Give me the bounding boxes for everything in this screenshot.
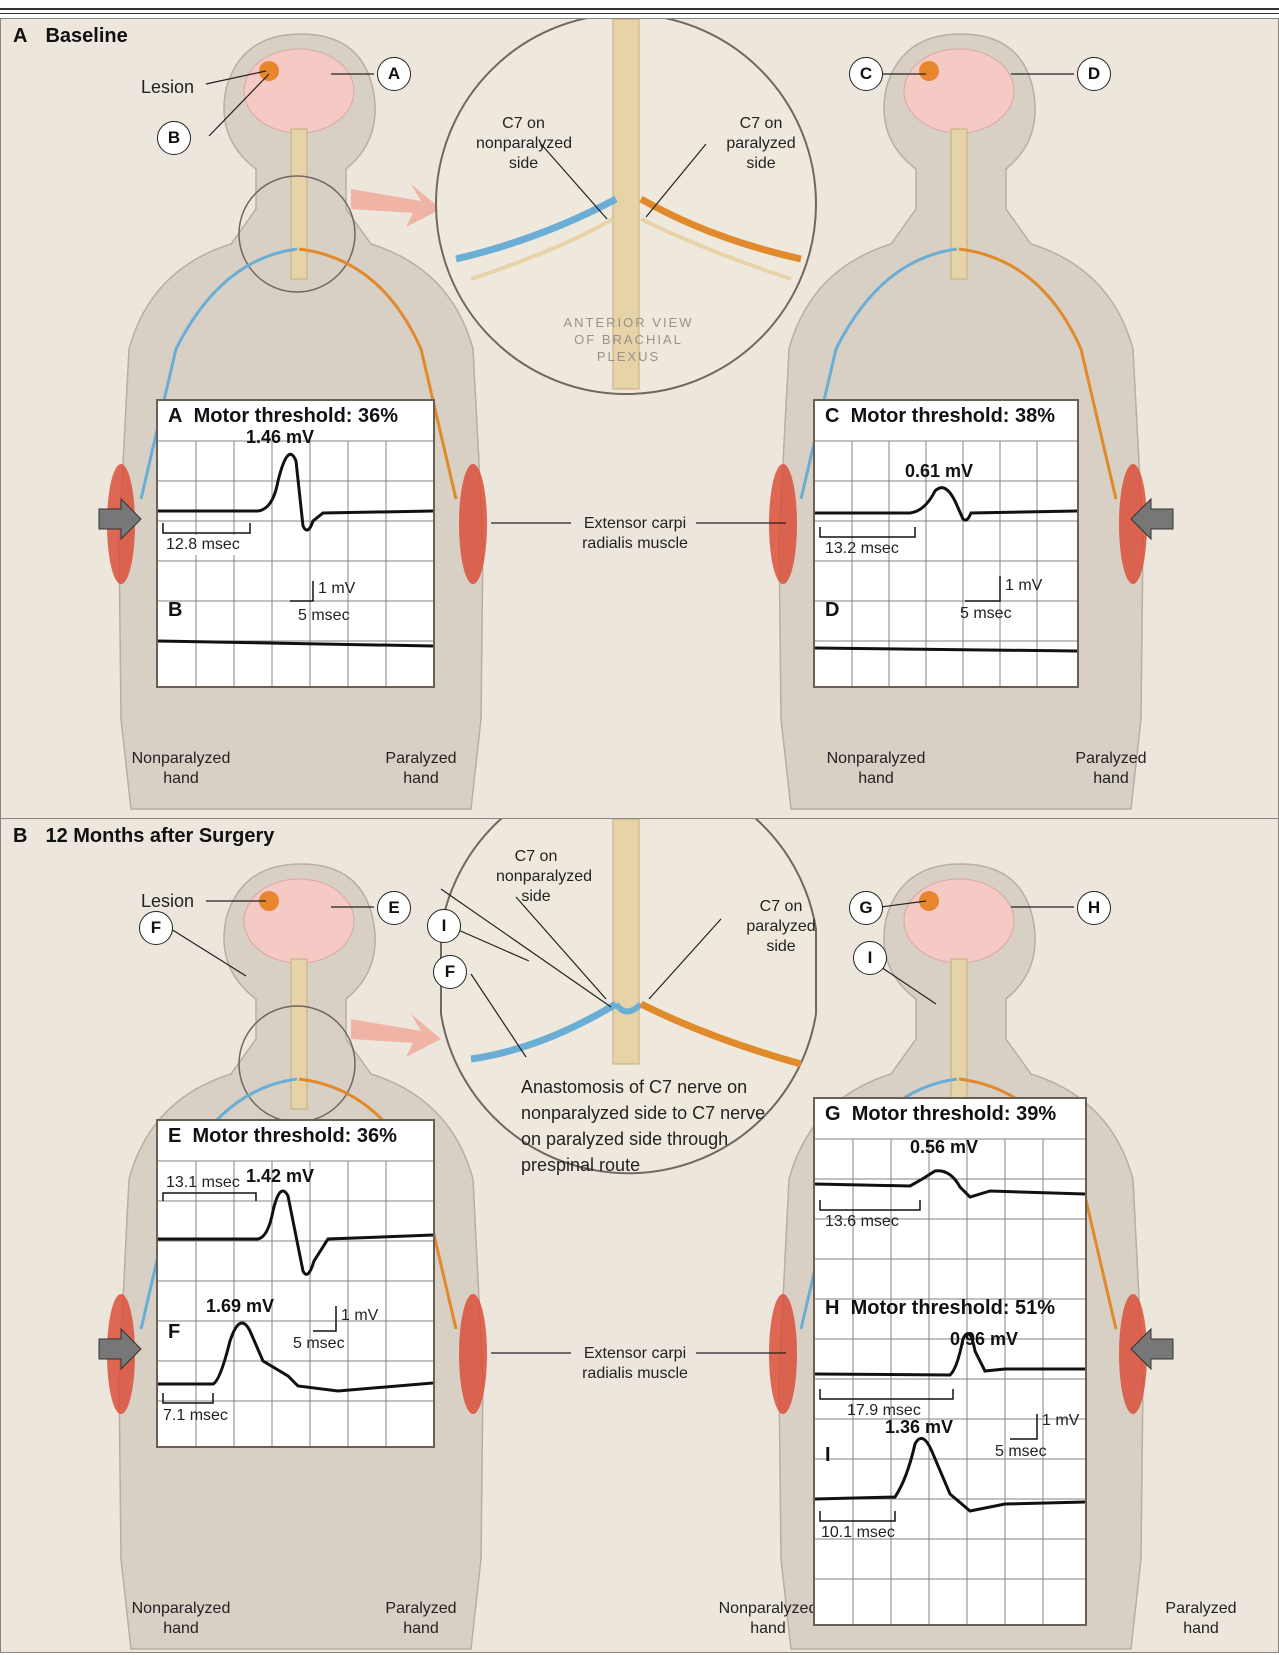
callout-f-zoom: F: [433, 955, 467, 989]
trace-b: [158, 641, 433, 646]
right-brain: [904, 49, 1014, 133]
b-c7-nonparalyzed-label: C7 on nonparalyzed side: [496, 847, 576, 907]
amp-label-f: 1.69 mV: [206, 1296, 274, 1316]
trace-g: [815, 1171, 1085, 1197]
amp-label-g: 0.56 mV: [910, 1137, 978, 1157]
emg-box-a: A Motor threshold: 36% 1.46 mV 12.8 msec…: [156, 399, 435, 688]
left-lesion: [259, 61, 279, 81]
panel-baseline: A Baseline Lesion A B C D C7 on nonparaly…: [0, 18, 1279, 820]
latency-label-e: 13.1 msec: [166, 1173, 240, 1193]
b-lesion-label: Lesion: [141, 891, 194, 911]
callout-d: D: [1077, 57, 1111, 91]
b-nonparalyzed-hand-label: Nonparalyzed hand: [126, 1599, 236, 1639]
scale-mv-g: 1 mV: [1042, 1411, 1079, 1431]
emg-box-g-traces: [815, 1099, 1085, 1624]
amp-label-i: 1.36 mV: [885, 1417, 953, 1437]
c7-nonparalyzed-label: C7 on nonparalyzed side: [476, 114, 571, 174]
box-f-letter: F: [168, 1321, 180, 1344]
panel-a-title: A Baseline: [13, 25, 128, 48]
trace-e: [158, 1191, 433, 1274]
latency-label-f: 7.1 msec: [163, 1406, 228, 1426]
emg-box-c: C Motor threshold: 38% 0.61 mV 13.2 msec…: [813, 399, 1079, 688]
right-lesion: [919, 61, 939, 81]
b-left-brain: [244, 879, 354, 963]
extensor-label: Extensor carpi radialis muscle: [574, 514, 696, 554]
b-zoom-arrow-icon: [351, 1014, 441, 1057]
box-g-title: G Motor threshold: 39%: [825, 1103, 1056, 1126]
box-a-title: A Motor threshold: 36%: [168, 405, 398, 428]
scale-mv-e: 1 mV: [341, 1306, 378, 1326]
panel-a-title-text: Baseline: [45, 25, 127, 47]
left-muscle-r: [459, 464, 487, 584]
paralyzed-hand-label: Paralyzed hand: [381, 749, 461, 789]
b-paralyzed-hand-label-2: Paralyzed hand: [1161, 1599, 1241, 1639]
box-b-letter: B: [168, 599, 182, 622]
box-i-letter: I: [825, 1444, 831, 1467]
callout-b: B: [157, 121, 191, 155]
callout-h: H: [1077, 891, 1111, 925]
nonparalyzed-hand-label-2: Nonparalyzed hand: [821, 749, 931, 789]
latency-bracket-a: [163, 523, 250, 533]
scale-ms-c: 5 msec: [960, 604, 1012, 624]
b-nonparalyzed-hand-label-2: Nonparalyzed hand: [713, 1599, 823, 1639]
b-paralyzed-hand-label: Paralyzed hand: [381, 1599, 461, 1639]
b-right-brain: [904, 879, 1014, 963]
c7-paralyzed-label: C7 on paralyzed side: [721, 114, 801, 174]
box-e-title: E Motor threshold: 36%: [168, 1125, 397, 1148]
panel-b-title: B 12 Months after Surgery: [13, 825, 274, 848]
right-spine: [951, 129, 967, 279]
top-rule-thin: [0, 13, 1279, 14]
panel-b-letter: B: [13, 825, 27, 847]
scale-mv-a: 1 mV: [318, 579, 355, 599]
scale-ms-a: 5 msec: [298, 606, 350, 626]
lesion-label: Lesion: [141, 77, 194, 97]
emg-box-g: G Motor threshold: 39% 0.56 mV 13.6 msec…: [813, 1097, 1087, 1626]
trace-c: [815, 488, 1077, 520]
callout-i-zoom: I: [427, 909, 461, 943]
b-extensor-label: Extensor carpi radialis muscle: [574, 1344, 696, 1384]
paralyzed-hand-label-2: Paralyzed hand: [1071, 749, 1151, 789]
top-rule: [0, 8, 1279, 10]
callout-f-left: F: [139, 911, 173, 945]
b-left-muscle-r: [459, 1294, 487, 1414]
callout-a: A: [377, 57, 411, 91]
latency-label-g: 13.6 msec: [825, 1212, 899, 1232]
scale-ms-g: 5 msec: [995, 1442, 1047, 1462]
nonparalyzed-hand-label: Nonparalyzed hand: [126, 749, 236, 789]
right-muscle-l: [769, 464, 797, 584]
trace-a: [158, 454, 433, 530]
box-h-title: H Motor threshold: 51%: [825, 1297, 1055, 1320]
amp-label-h: 0.96 mV: [950, 1329, 1018, 1349]
callout-g: G: [849, 891, 883, 925]
grid-lines: [158, 441, 433, 686]
box-d-letter: D: [825, 599, 839, 622]
callout-i-right: I: [853, 941, 887, 975]
emg-box-e: E Motor threshold: 36% 1.42 mV 13.1 msec…: [156, 1119, 435, 1448]
scale-mv-c: 1 mV: [1005, 576, 1042, 596]
b-left-spine: [291, 959, 307, 1109]
figure: A Baseline Lesion A B C D C7 on nonparaly…: [0, 8, 1279, 1651]
anterior-view-label: ANTERIOR VIEW OF BRACHIAL PLEXUS: [561, 314, 696, 365]
b-right-muscle-l: [769, 1294, 797, 1414]
trace-d: [815, 648, 1077, 651]
amp-label-c: 0.61 mV: [905, 461, 973, 481]
latency-label-a: 12.8 msec: [166, 535, 240, 555]
latency-label-c: 13.2 msec: [825, 539, 899, 559]
zoom-arrow-icon: [351, 184, 441, 227]
amp-label-a: 1.46 mV: [246, 427, 314, 447]
callout-e: E: [377, 891, 411, 925]
box-c-title: C Motor threshold: 38%: [825, 405, 1055, 428]
panel-a-letter: A: [13, 25, 27, 47]
callout-c: C: [849, 57, 883, 91]
amp-label-e: 1.42 mV: [246, 1166, 314, 1186]
scale-ms-e: 5 msec: [293, 1334, 345, 1354]
latency-label-i: 10.1 msec: [821, 1523, 895, 1543]
b-c7-paralyzed-label: C7 on paralyzed side: [741, 897, 821, 957]
panel-b-title-text: 12 Months after Surgery: [45, 825, 274, 847]
b-right-spine: [951, 959, 967, 1109]
anastomosis-caption: Anastomosis of C7 nerve on nonparalyzed …: [521, 1074, 781, 1178]
